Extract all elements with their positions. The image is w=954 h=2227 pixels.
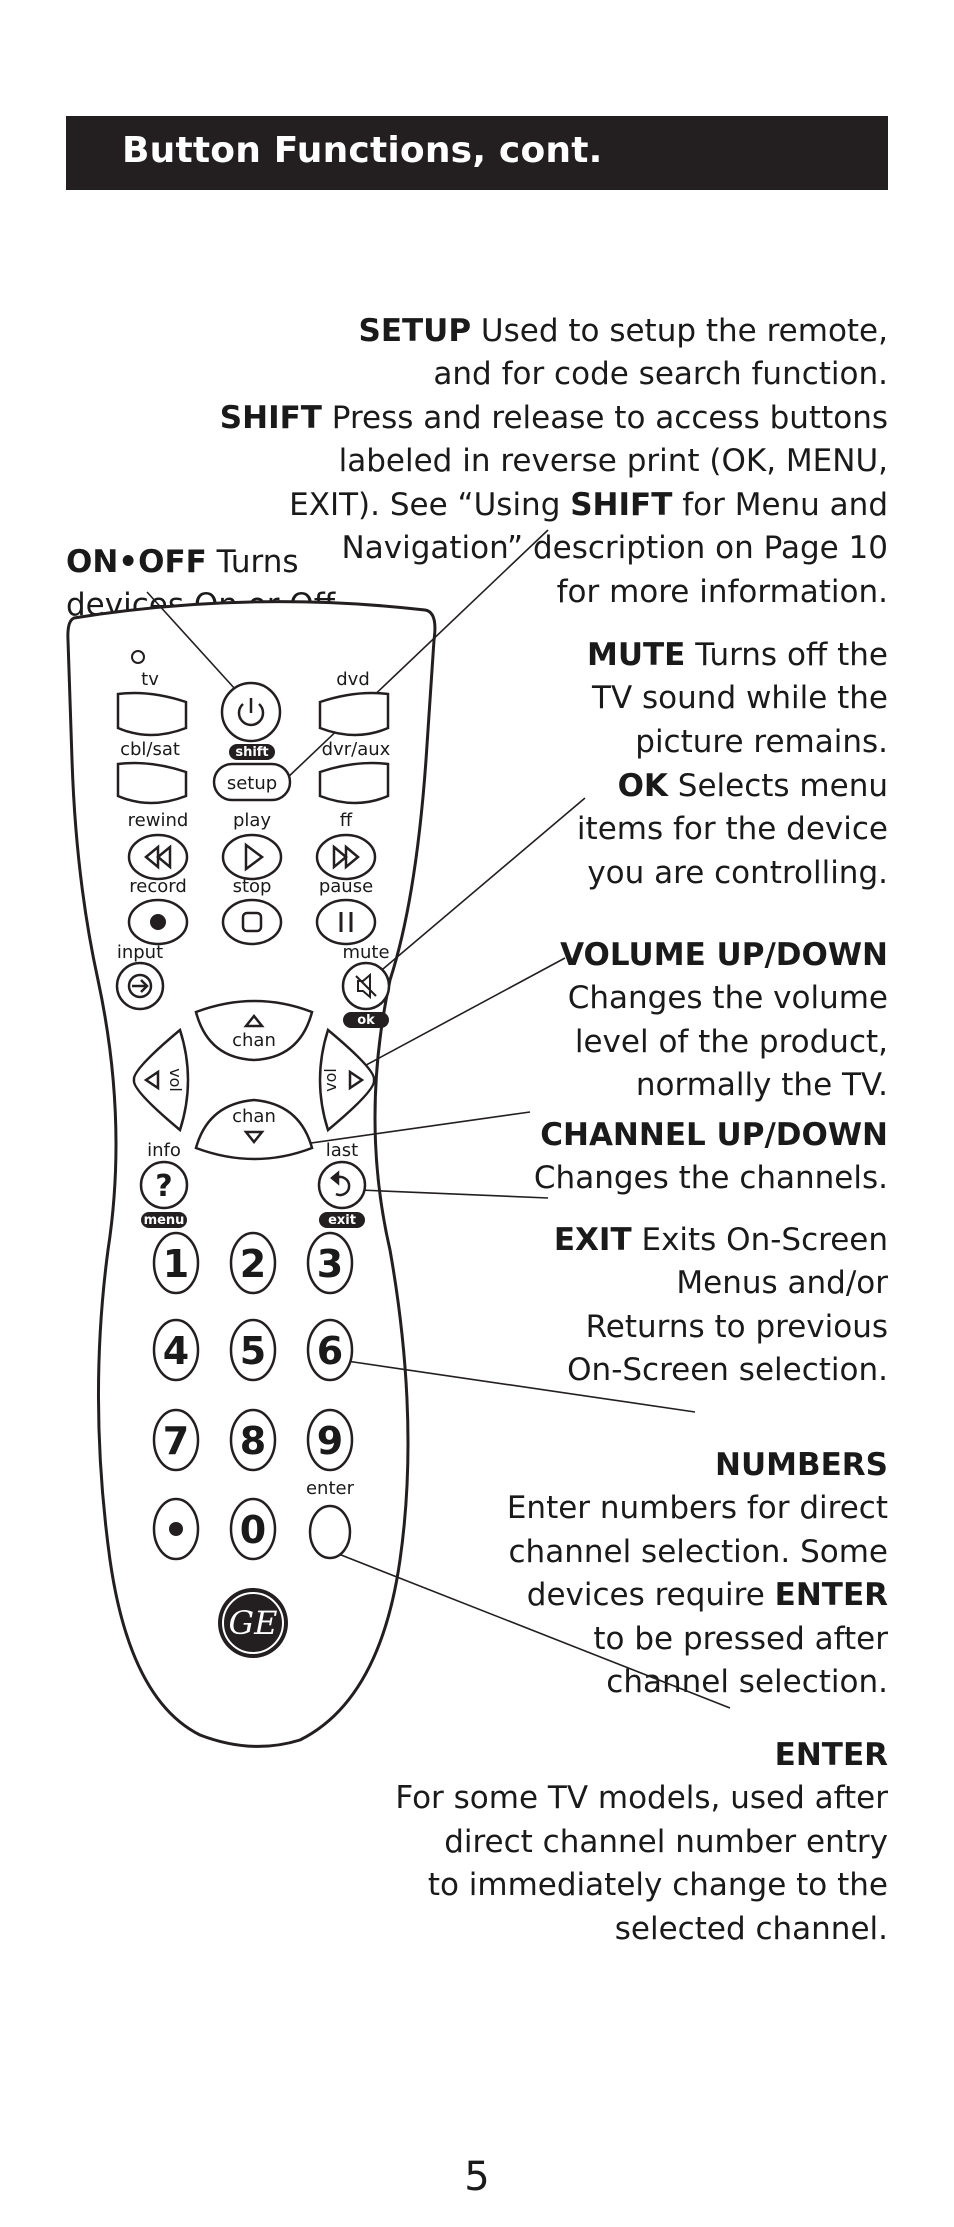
last-icon <box>330 1170 351 1197</box>
dot-icon <box>169 1522 183 1536</box>
chan-up-label: chan <box>232 1030 276 1051</box>
info-button[interactable] <box>139 1160 189 1210</box>
number-7-button[interactable] <box>152 1408 200 1472</box>
setup-description: SETUP Used to setup the remote, and for … <box>358 312 889 393</box>
tv-indicator <box>131 650 145 664</box>
volume-down-icon <box>143 1069 160 1091</box>
channel-description: CHANNEL UP/DOWN Changes the channels. <box>533 1116 888 1197</box>
power-icon <box>237 698 265 727</box>
number-6-label: 6 <box>317 1329 343 1373</box>
stop-label: stop <box>233 876 272 897</box>
volume-up-icon <box>348 1069 365 1091</box>
callout-lines <box>146 529 731 1709</box>
ff-icon <box>332 844 360 870</box>
setup-label: setup <box>227 773 277 794</box>
number-4-button[interactable] <box>152 1318 200 1382</box>
volume-up-button[interactable] <box>318 1027 376 1133</box>
mute-label: mute <box>342 942 389 963</box>
rewind-label: rewind <box>128 810 189 831</box>
ff-label: ff <box>340 810 353 831</box>
last-label: last <box>326 1140 358 1161</box>
number-2-label: 2 <box>240 1242 266 1286</box>
page-number: 5 <box>464 2154 490 2200</box>
info-icon: ? <box>155 1169 172 1204</box>
cbl-sat-button[interactable] <box>116 761 188 805</box>
info-label: info <box>147 1140 181 1161</box>
menu-label: menu <box>144 1213 185 1228</box>
rewind-icon <box>144 844 172 870</box>
number-5-label: 5 <box>240 1329 266 1373</box>
stop-button[interactable] <box>221 898 283 946</box>
mute-icon <box>355 972 377 1000</box>
pause-button[interactable] <box>315 898 377 946</box>
number-8-label: 8 <box>240 1419 266 1463</box>
number-1-button[interactable] <box>152 1231 200 1295</box>
play-icon <box>244 842 265 872</box>
shift-label: shift <box>235 745 268 760</box>
dvr-aux-button[interactable] <box>318 761 390 805</box>
mute-description: MUTE Turns off the TV sound while the pi… <box>587 636 888 760</box>
number-6-button[interactable] <box>306 1318 354 1382</box>
section-title: Button Functions, cont. <box>122 130 603 171</box>
record-icon <box>150 914 166 930</box>
number-2-button[interactable] <box>229 1231 277 1295</box>
channel-down-button[interactable] <box>194 1098 314 1161</box>
menu-badge <box>141 1212 187 1228</box>
number-9-label: 9 <box>317 1419 343 1463</box>
input-label: input <box>117 942 163 963</box>
stop-icon <box>241 911 263 933</box>
number-keypad: 1 2 3 4 5 6 7 8 9 0 enter <box>152 1231 355 1561</box>
setup-button[interactable] <box>212 762 292 802</box>
volume-description: VOLUME UP/DOWN Changes the volume level … <box>560 936 888 1103</box>
ok-description: OK Selects menu items for the device you… <box>576 767 888 891</box>
ok-badge <box>343 1012 389 1028</box>
section-header: Button Functions, cont. <box>66 116 888 190</box>
pause-icon <box>339 912 353 932</box>
exit-badge <box>319 1212 365 1228</box>
numbers-description: NUMBERS Enter numbers for direct channel… <box>506 1446 888 1701</box>
dvd-label: dvd <box>336 669 370 690</box>
enter-label: enter <box>306 1478 355 1499</box>
number-3-button[interactable] <box>306 1231 354 1295</box>
record-label: record <box>129 876 187 897</box>
number-8-button[interactable] <box>229 1408 277 1472</box>
tv-label: tv <box>141 669 159 690</box>
number-0-label: 0 <box>240 1508 266 1552</box>
play-label: play <box>233 810 271 831</box>
vol-up-label: vol <box>321 1068 340 1092</box>
tv-button[interactable] <box>116 691 188 737</box>
enter-button[interactable] <box>308 1504 352 1560</box>
number-5-button[interactable] <box>229 1318 277 1382</box>
ge-logo-text: GE <box>229 1604 278 1642</box>
shift-description: SHIFT Press and release to access button… <box>219 399 888 610</box>
number-4-label: 4 <box>163 1329 189 1373</box>
exit-label: exit <box>328 1213 356 1228</box>
number-7-label: 7 <box>163 1419 189 1463</box>
channel-up-button[interactable] <box>194 999 314 1062</box>
dvr-aux-label: dvr/aux <box>322 739 391 760</box>
number-0-button[interactable] <box>229 1497 277 1561</box>
last-button[interactable] <box>317 1160 367 1210</box>
number-1-label: 1 <box>163 1242 189 1286</box>
exit-description: EXIT Exits On-Screen Menus and/or Return… <box>553 1221 888 1389</box>
channel-up-icon <box>243 1013 265 1028</box>
volume-down-button[interactable] <box>132 1027 190 1133</box>
enter-description: ENTER For some TV models, used after dir… <box>395 1736 888 1947</box>
input-icon <box>127 973 153 999</box>
pause-label: pause <box>319 876 373 897</box>
dvd-button[interactable] <box>318 691 390 737</box>
channel-down-icon <box>243 1130 265 1145</box>
number-3-label: 3 <box>317 1242 343 1286</box>
number-9-button[interactable] <box>306 1408 354 1472</box>
vol-down-label: vol <box>166 1068 185 1092</box>
cbl-sat-label: cbl/sat <box>120 739 180 760</box>
shift-badge <box>229 744 275 760</box>
play-button[interactable] <box>221 833 283 881</box>
chan-down-label: chan <box>232 1106 276 1127</box>
ge-logo-icon <box>218 1588 288 1658</box>
ok-label: ok <box>357 1013 375 1028</box>
